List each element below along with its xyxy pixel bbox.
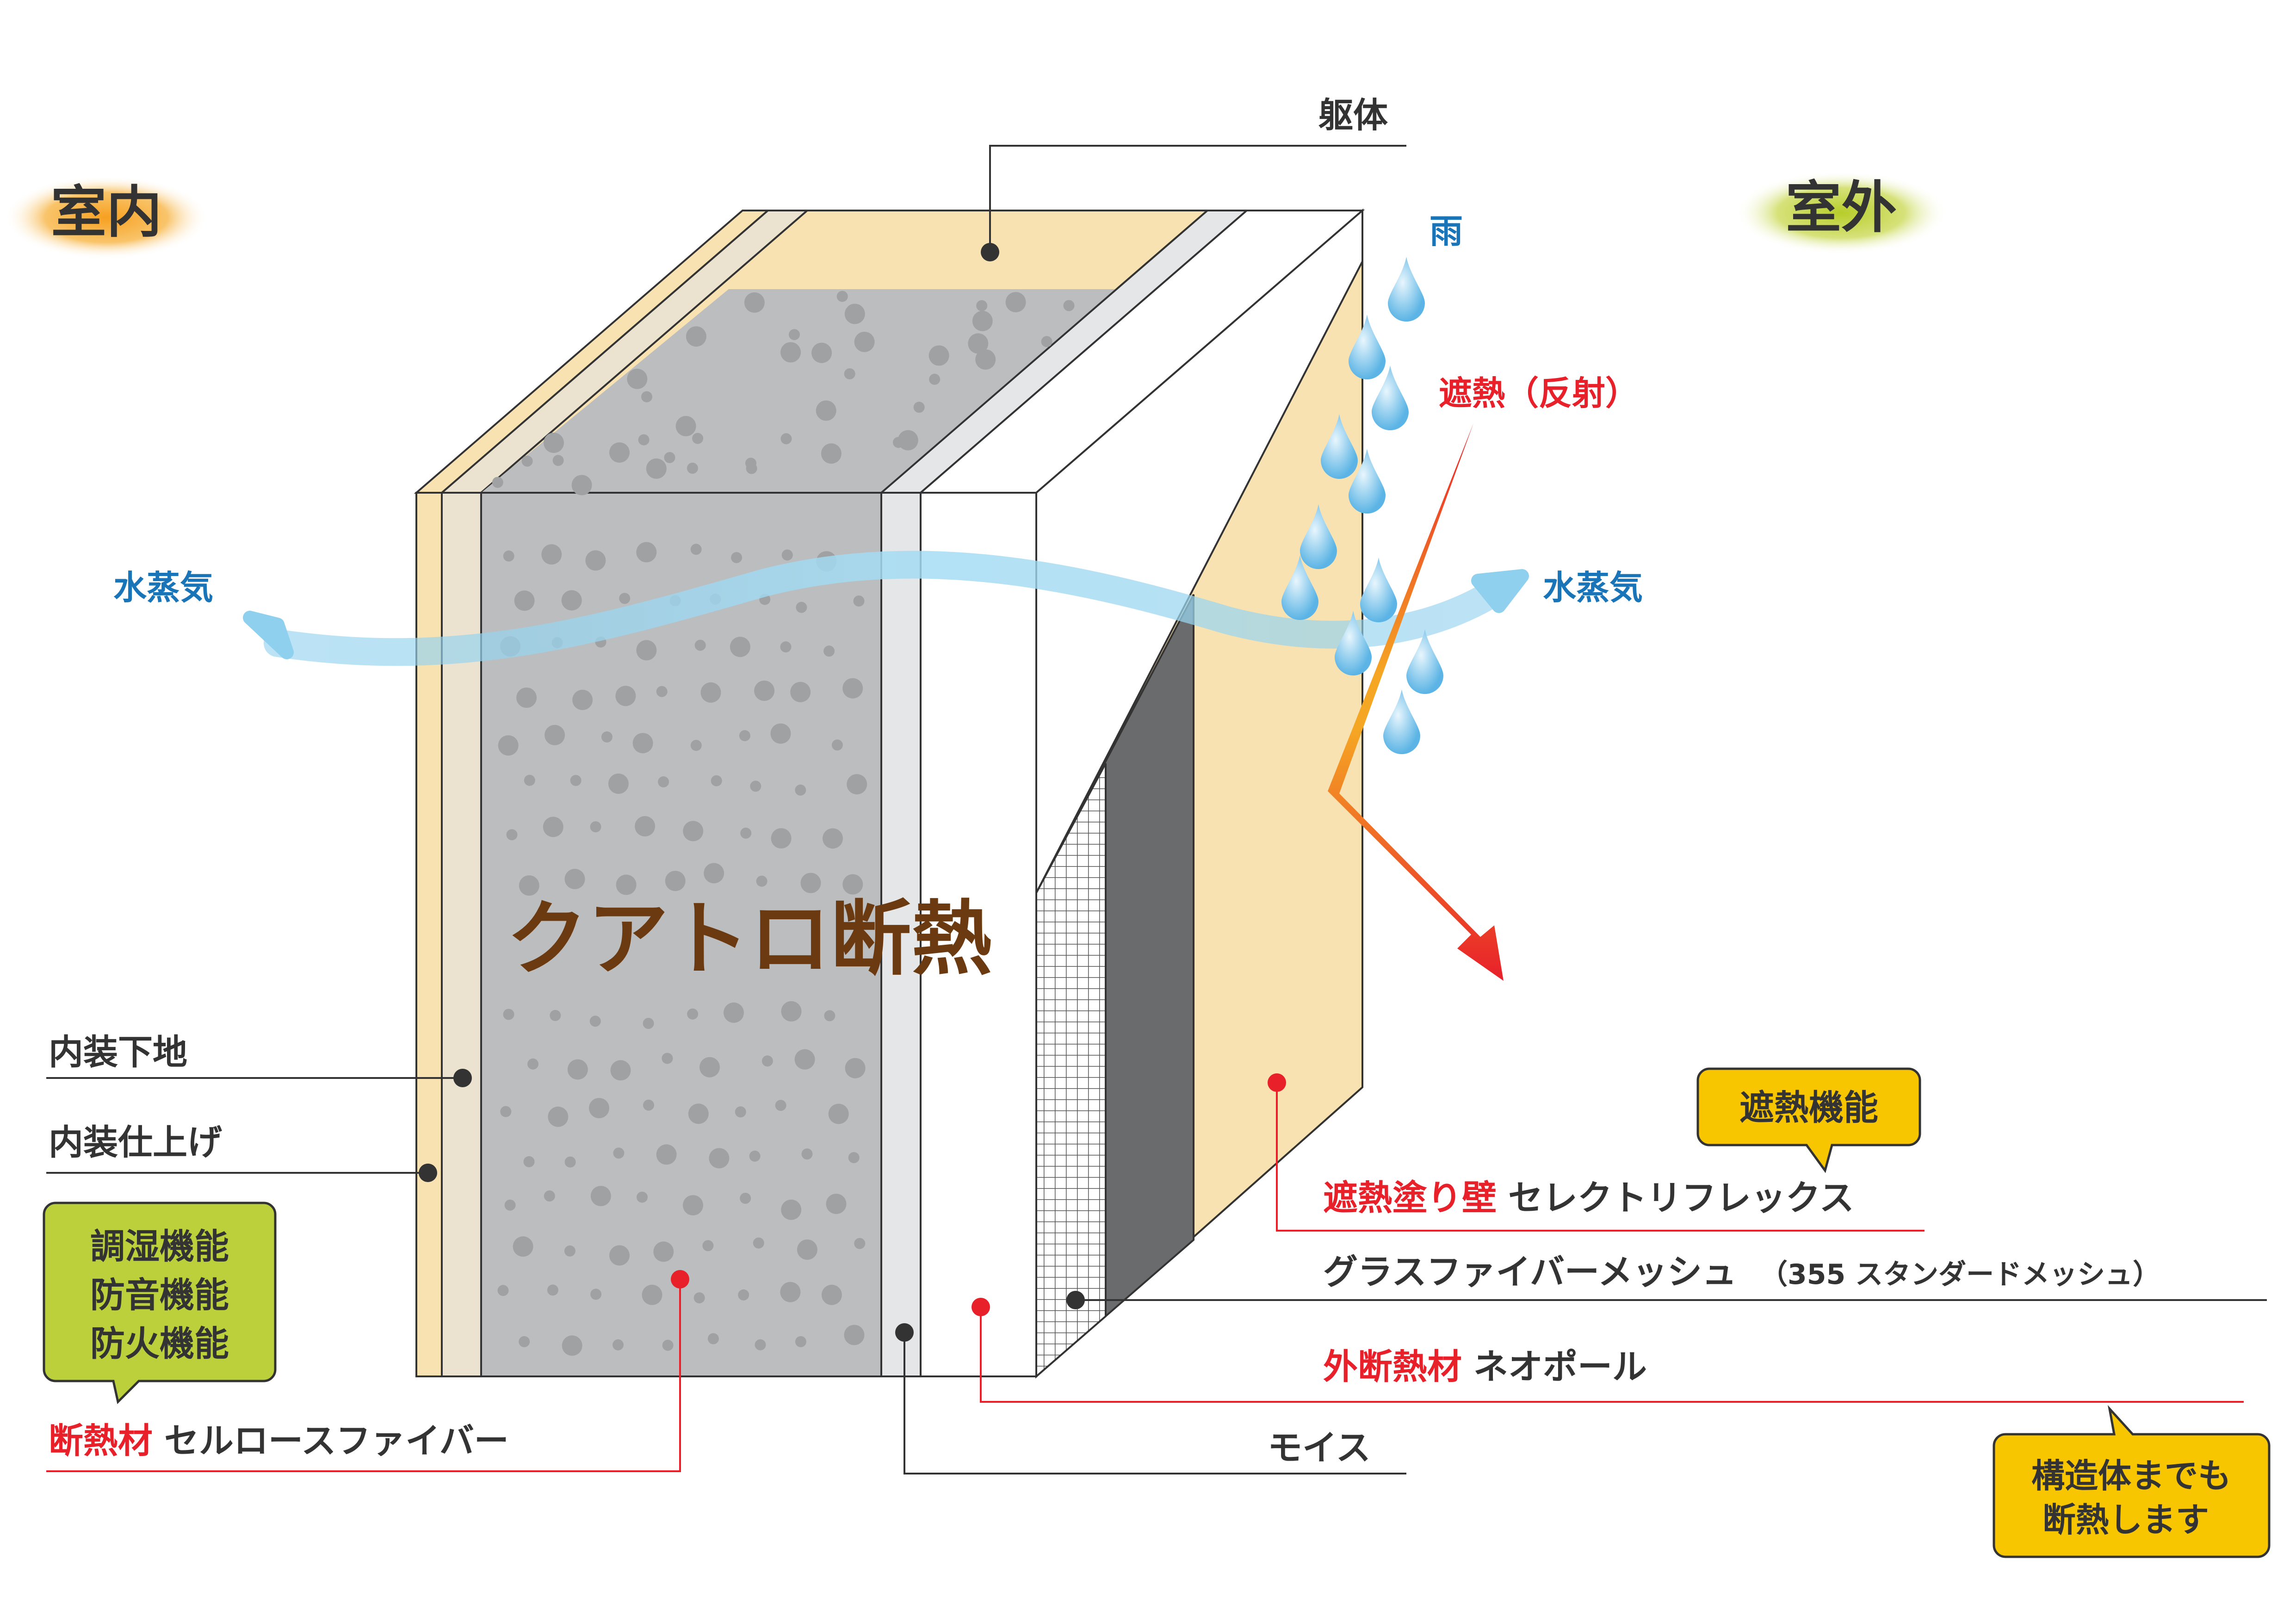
function-humidity: 調湿機能 <box>90 1226 229 1267</box>
coating-name: セレクトリフレックス <box>1508 1177 1854 1218</box>
concrete-aggregate <box>492 291 1075 1356</box>
raindrop-icon <box>1388 257 1425 322</box>
product-title: クアトロ断熱 <box>507 892 992 986</box>
outer-insulation-name: ネオポール <box>1473 1346 1647 1387</box>
insulation-key: 断熱材 <box>49 1420 153 1461</box>
structure-label: 躯体 <box>1318 95 1388 136</box>
structure-insulation-callout: 構造体までも 断熱します <box>1993 1405 2271 1558</box>
moisture-board-label: モイス <box>1268 1427 1371 1468</box>
rain-label: 雨 <box>1430 212 1463 251</box>
vapor-arrow-left-icon <box>243 611 294 659</box>
outer-insulation-key: 外断熱材 <box>1323 1346 1462 1387</box>
indoor-glow <box>5 176 208 259</box>
insulation-name: セルロースファイバー <box>164 1420 509 1461</box>
glass-mesh-label: グラスファイバーメッシュ （355 スタンダードメッシュ） <box>1323 1251 2160 1292</box>
glass-mesh-name: グラスファイバーメッシュ <box>1323 1251 1737 1292</box>
vapor-label-left: 水蒸気 <box>113 568 213 607</box>
heat-reflect-label: 遮熱（反射） <box>1439 374 1639 413</box>
coating-key: 遮熱塗り壁 <box>1323 1177 1497 1218</box>
moisture-board-layer <box>880 492 922 1377</box>
insulation-label: 断熱材セルロースファイバー <box>49 1420 509 1461</box>
vapor-arrow-right-icon <box>1471 569 1529 613</box>
interior-base-label: 内装下地 <box>49 1032 187 1072</box>
outdoor-glow <box>1735 171 1948 254</box>
outdoor-label: 室外 <box>1786 176 1897 240</box>
heat-block-callout: 遮熱機能 <box>1696 1067 1921 1173</box>
functions-callout: 調湿機能 防音機能 防火機能 <box>43 1202 277 1404</box>
interior-finish-label: 内装仕上げ <box>49 1122 222 1163</box>
leader-lines <box>46 145 2267 1474</box>
interior-finish-layer <box>415 492 443 1377</box>
raindrop-icon <box>1360 558 1397 622</box>
vapor-label-right: 水蒸気 <box>1543 568 1643 607</box>
indoor-label: 室内 <box>51 180 162 245</box>
outer-insulation-label: 外断熱材ネオポール <box>1323 1346 1647 1387</box>
function-sound: 防音機能 <box>90 1275 229 1315</box>
outer-insulation-layer <box>920 492 1037 1377</box>
interior-base-layer <box>441 492 482 1377</box>
coating-label: 遮熱塗り壁セレクトリフレックス <box>1323 1177 1854 1218</box>
leader-dots <box>419 243 1286 1342</box>
function-fire: 防火機能 <box>90 1323 229 1364</box>
structure-insulation-line2: 断熱します <box>2042 1500 2209 1539</box>
glass-mesh-note: （355 スタンダードメッシュ） <box>1760 1258 2160 1291</box>
mesh-layer-side <box>1035 763 1107 1379</box>
raindrop-icon <box>1383 689 1420 754</box>
vapor-flow <box>264 551 1508 666</box>
heat-block-function-label: 遮熱機能 <box>1739 1087 1878 1128</box>
structure-insulation-line1: 構造体までも <box>2031 1456 2231 1495</box>
